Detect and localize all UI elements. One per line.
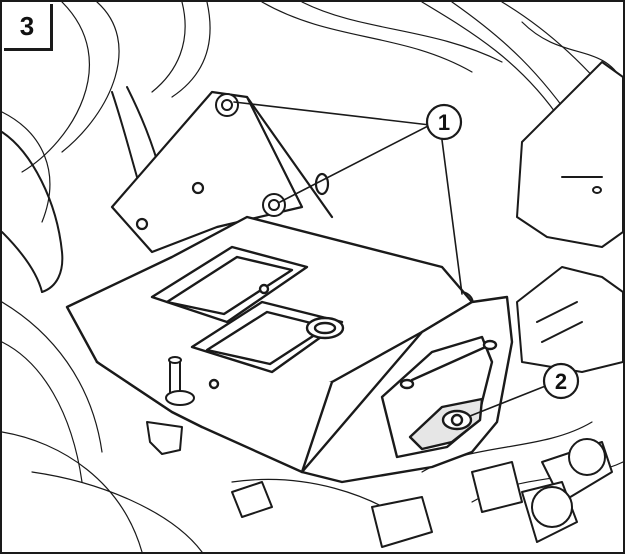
bolt-1a	[215, 93, 239, 117]
callout-2-label: 2	[555, 369, 567, 394]
step-number: 3	[19, 10, 35, 41]
callout-2: 2	[542, 362, 580, 400]
right-side-components	[516, 61, 623, 373]
step-number-badge: 3	[4, 4, 53, 51]
lower-fittings	[231, 438, 613, 548]
bracket-upper-plate	[110, 90, 334, 254]
wire-clip	[146, 421, 183, 455]
bolt-1b	[262, 193, 286, 217]
mounting-stud	[165, 356, 195, 406]
bracket-tray	[65, 215, 474, 474]
callout-1-label: 1	[438, 110, 450, 135]
callout-1: 1	[425, 103, 463, 141]
callout-leaders	[233, 101, 549, 417]
bracket-side-plate	[300, 295, 514, 484]
